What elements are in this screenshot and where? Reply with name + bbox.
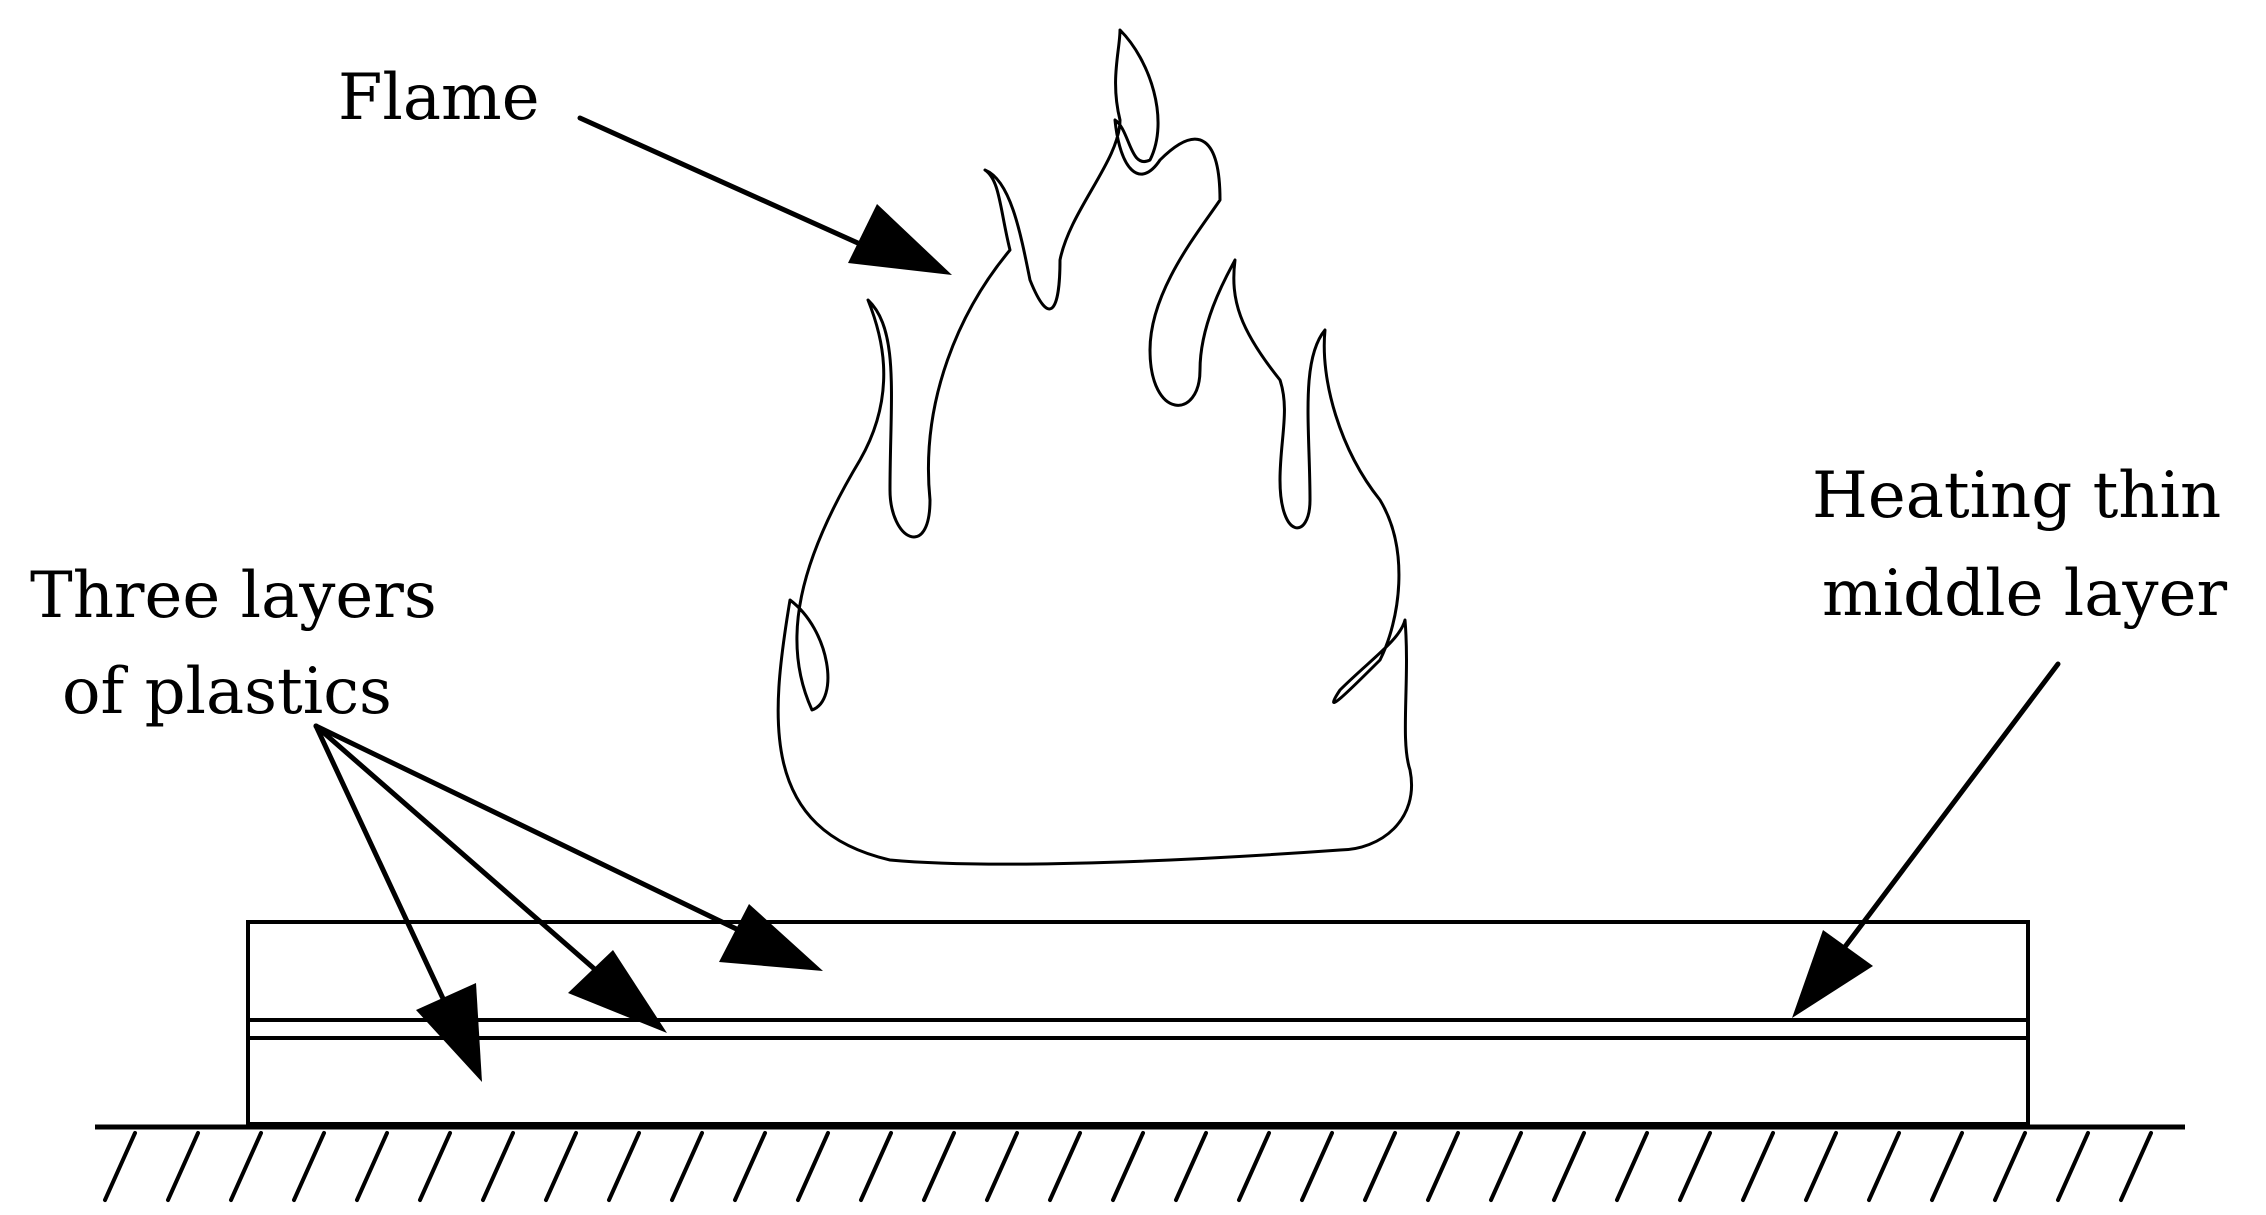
arrowhead-heating bbox=[1792, 930, 1873, 1018]
arrowhead-layer-middle bbox=[568, 950, 667, 1033]
arrow-layer-middle bbox=[313, 723, 633, 1003]
hatch-mark bbox=[1363, 1131, 1397, 1202]
hatch-mark bbox=[355, 1131, 389, 1202]
hatch-mark bbox=[2056, 1131, 2090, 1202]
hatch-mark bbox=[1741, 1131, 1775, 1202]
hatch-mark bbox=[796, 1131, 830, 1202]
hatch-mark bbox=[103, 1131, 137, 1202]
label-three-layers-line1: Three layers bbox=[30, 559, 437, 633]
label-flame: Flame bbox=[338, 61, 540, 135]
hatch-mark bbox=[1993, 1131, 2027, 1202]
arrowhead-flame bbox=[848, 204, 952, 275]
hatch-mark bbox=[2119, 1131, 2153, 1202]
hatch-mark bbox=[1930, 1131, 1964, 1202]
hatch-mark bbox=[1489, 1131, 1523, 1202]
plastic-layers-outline bbox=[246, 920, 2030, 1126]
arrowhead-layer-bottom bbox=[416, 983, 482, 1082]
hatch-mark bbox=[1300, 1131, 1334, 1202]
hatch-mark bbox=[1237, 1131, 1271, 1202]
hatch-mark bbox=[229, 1131, 263, 1202]
hatch-mark bbox=[1867, 1131, 1901, 1202]
hatch-mark bbox=[1678, 1131, 1712, 1202]
hatch-mark bbox=[1111, 1131, 1145, 1202]
hatch-mark bbox=[1552, 1131, 1586, 1202]
hatch-mark bbox=[859, 1131, 893, 1202]
hatch-mark bbox=[1048, 1131, 1082, 1202]
hatch-mark bbox=[922, 1131, 956, 1202]
hatch-mark bbox=[292, 1131, 326, 1202]
hatch-mark bbox=[1615, 1131, 1649, 1202]
hatch-mark bbox=[481, 1131, 515, 1202]
hatch-mark bbox=[544, 1131, 578, 1202]
arrowhead-layer-top bbox=[719, 904, 823, 971]
hatch-mark bbox=[670, 1131, 704, 1202]
ground-hatching bbox=[103, 1131, 2153, 1202]
hatch-mark bbox=[418, 1131, 452, 1202]
arrow-layer-bottom bbox=[313, 723, 463, 1038]
hatch-mark bbox=[166, 1131, 200, 1202]
hatch-mark bbox=[607, 1131, 641, 1202]
hatch-mark bbox=[733, 1131, 767, 1202]
flame-shape bbox=[776, 28, 1413, 866]
hatch-mark bbox=[985, 1131, 1019, 1202]
arrow-heating bbox=[1817, 661, 2061, 983]
label-heating-line2: middle layer bbox=[1822, 557, 2227, 631]
label-heating-line1: Heating thin bbox=[1812, 459, 2221, 533]
hatch-mark bbox=[1426, 1131, 1460, 1202]
hatch-mark bbox=[1804, 1131, 1838, 1202]
arrow-flame bbox=[577, 115, 903, 265]
label-three-layers-line2: of plastics bbox=[62, 655, 392, 729]
arrow-layer-top bbox=[313, 723, 783, 953]
hatch-mark bbox=[1174, 1131, 1208, 1202]
